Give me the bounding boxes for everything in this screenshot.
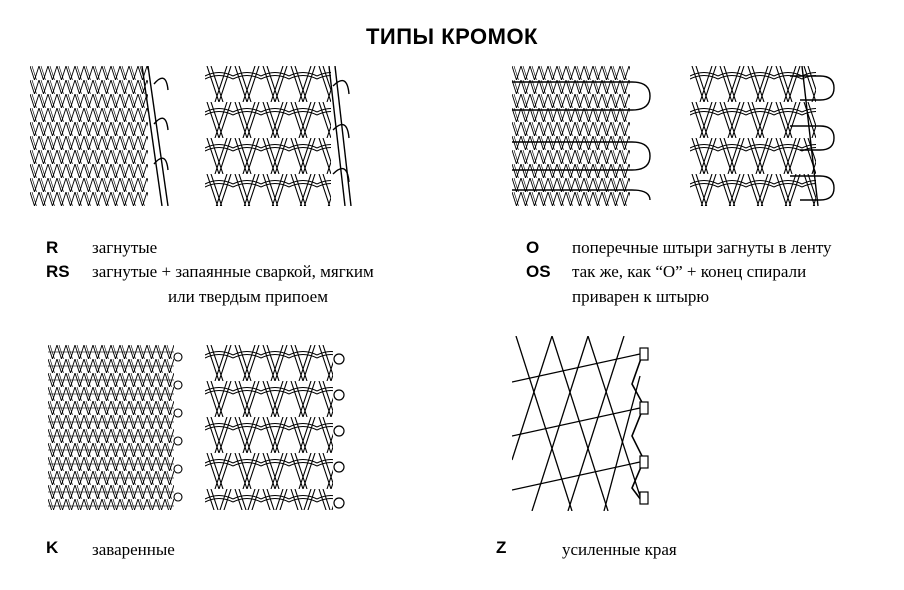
edge-desc-o: поперечные штыри загнуты в ленту <box>572 238 832 257</box>
edge-desc-k: заваренные <box>92 540 175 559</box>
r-edge-dense-illustration <box>30 66 172 206</box>
page-title: ТИПЫ КРОМОК <box>365 24 538 49</box>
edge-desc-r: загнутые <box>92 238 158 257</box>
edge-code-rs: RS <box>46 262 70 281</box>
o-edge-dense-illustration <box>512 66 652 206</box>
edge-code-k: K <box>46 538 59 557</box>
edge-desc-rs-line2: или твердым припоем <box>168 287 328 306</box>
edge-code-z: Z <box>496 538 507 557</box>
k-edge-open-illustration <box>205 345 350 510</box>
edge-desc-os-line1: так же, как “O” + конец спирали <box>572 262 807 281</box>
o-edge-open-illustration <box>690 66 838 206</box>
edge-desc-os-line2: приварен к штырю <box>572 287 710 306</box>
k-edge-dense-illustration <box>48 345 188 510</box>
r-edge-open-illustration <box>205 66 353 206</box>
edge-code-o: O <box>526 238 540 257</box>
edge-desc-rs-line1: загнутые + запаянные сваркой, мягким <box>92 262 374 281</box>
edge-desc-z: усиленные края <box>562 540 677 559</box>
edge-code-os: OS <box>526 262 551 281</box>
edge-code-r: R <box>46 238 59 257</box>
z-edge-illustration <box>512 336 657 511</box>
